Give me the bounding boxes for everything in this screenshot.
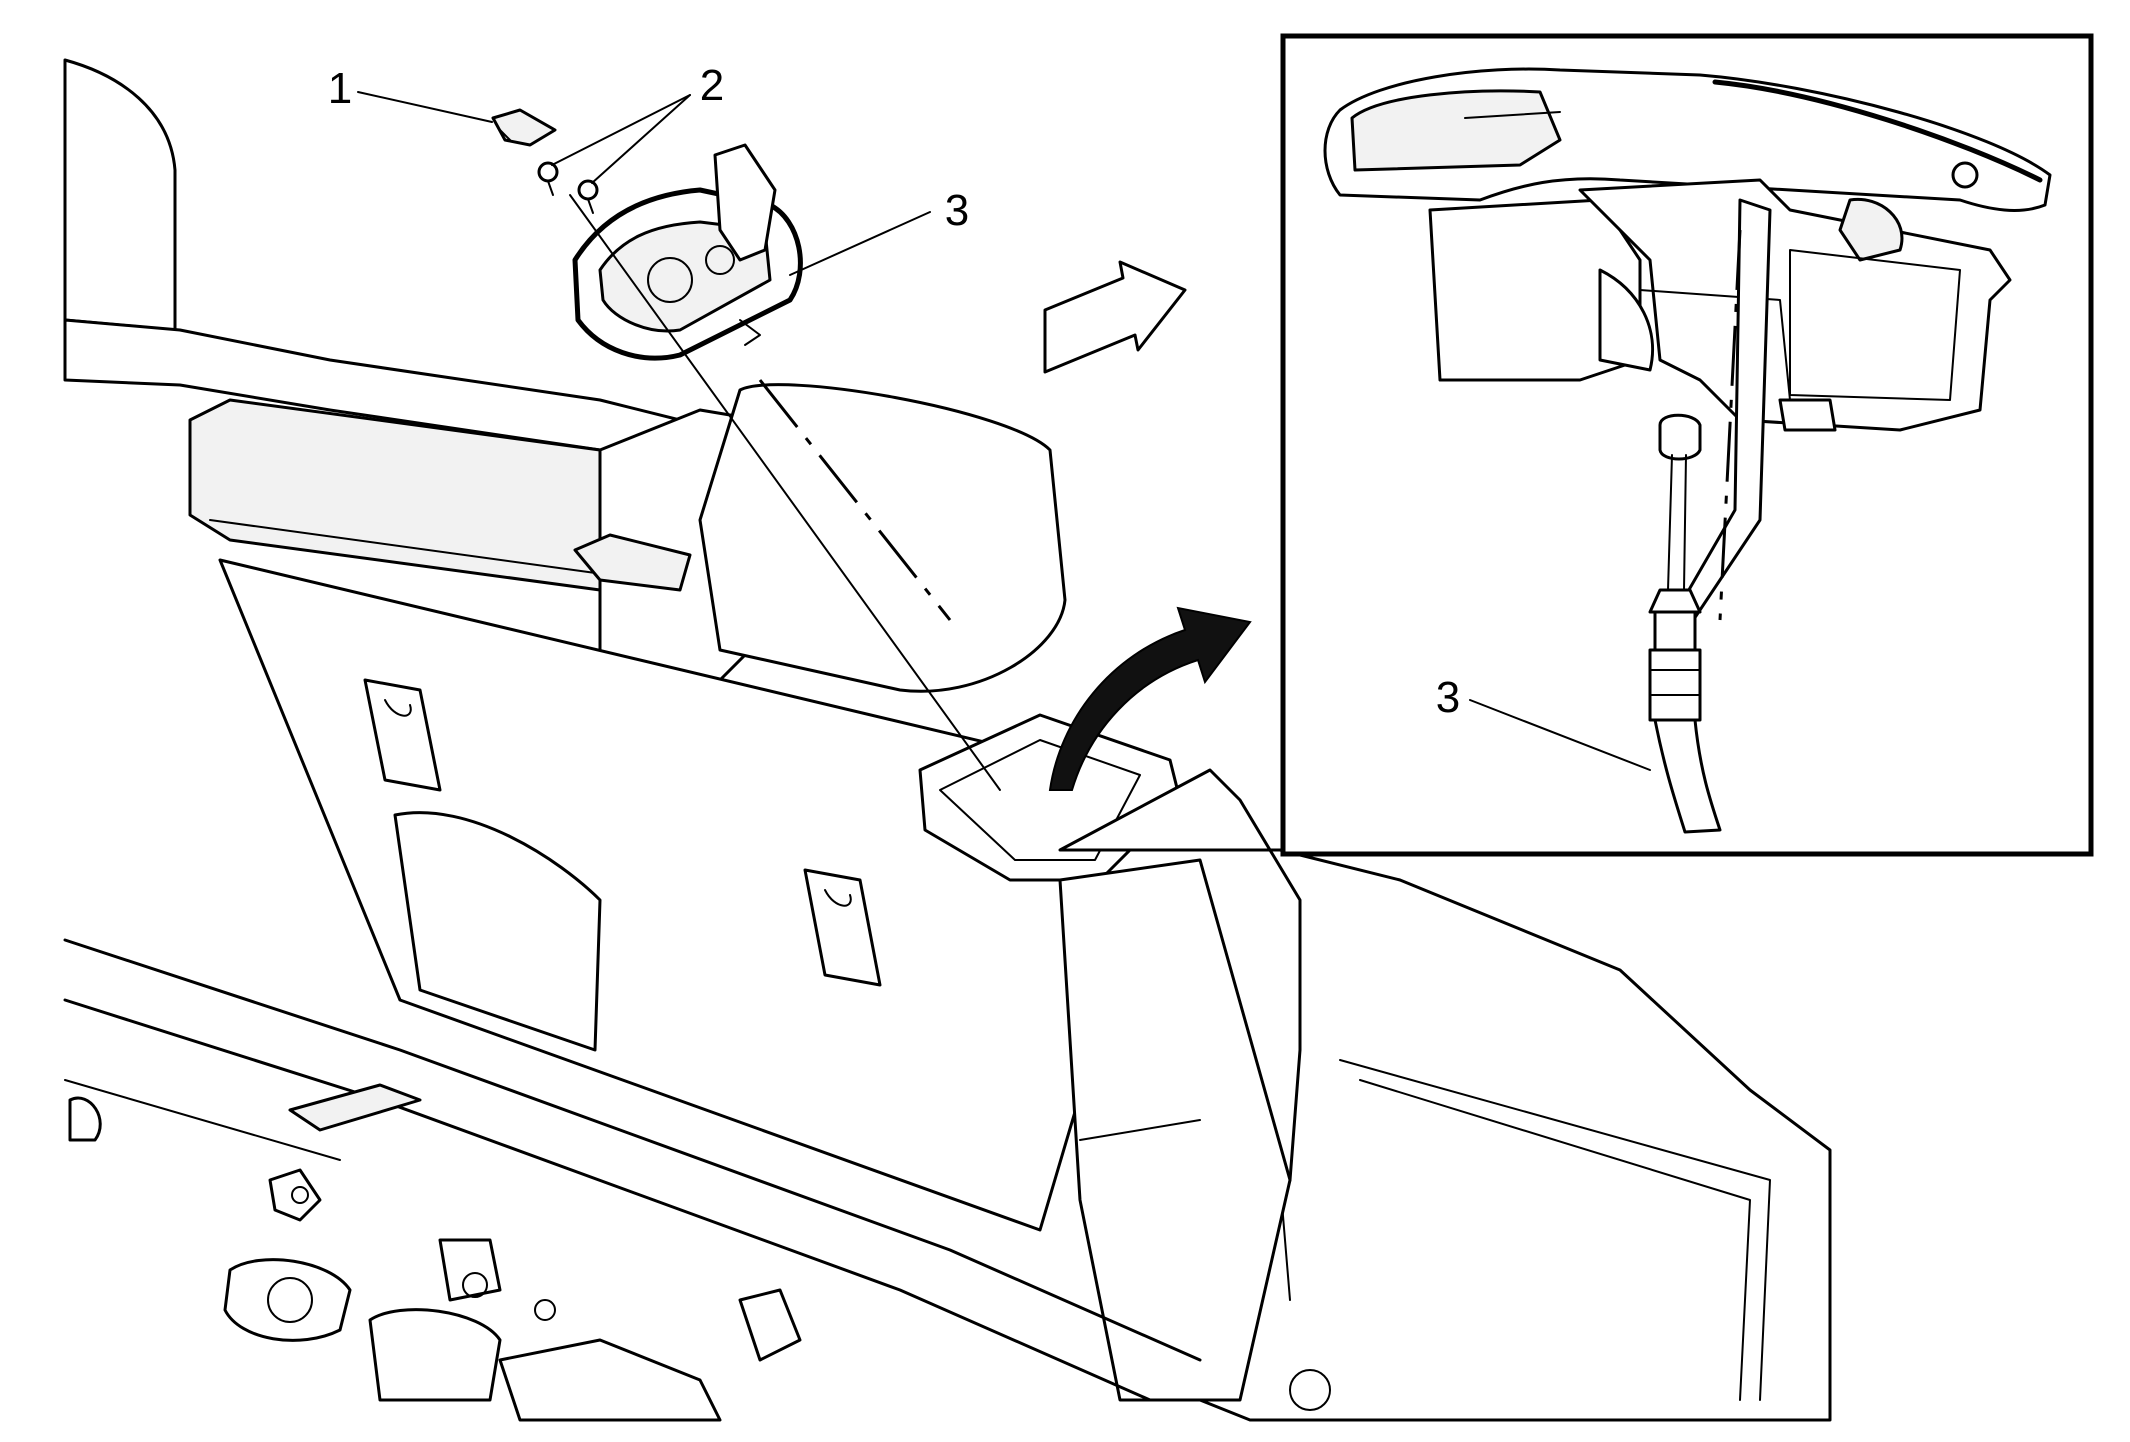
release-cable bbox=[1648, 413, 1722, 834]
detail-curved-arrow-icon bbox=[1048, 606, 1252, 791]
inset-detail-panel: 3 bbox=[1280, 33, 2094, 857]
rear-seat-assembly bbox=[63, 58, 1832, 1422]
view-direction-arrow-icon bbox=[1043, 260, 1187, 374]
part-2-screws bbox=[537, 161, 599, 214]
seat-mechanism bbox=[68, 1096, 1331, 1422]
callout-2: 2 bbox=[700, 61, 724, 110]
part-3-release-handle bbox=[572, 143, 803, 361]
exploded-parts bbox=[491, 108, 1001, 791]
part-1-cover bbox=[491, 108, 557, 147]
callout-1: 1 bbox=[328, 64, 352, 113]
inset-callout-3: 3 bbox=[1436, 673, 1460, 722]
callout-3: 3 bbox=[945, 186, 969, 235]
